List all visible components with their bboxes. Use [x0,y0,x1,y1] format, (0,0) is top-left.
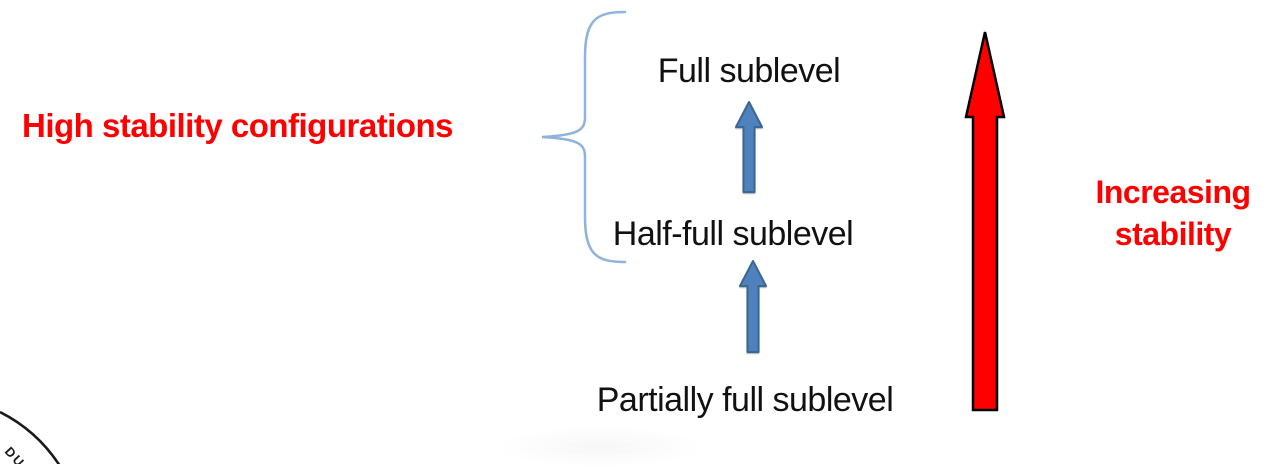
high-stability-heading: High stability configurations [22,107,454,144]
up-arrow-shape [739,260,767,353]
up-arrow-icon-half-to-full [735,101,763,193]
faint-watermark-smudge [498,426,703,468]
red-arrow-shape [964,31,1006,412]
grouping-brace [541,10,627,264]
level-label-half-full-sublevel: Half-full sublevel [612,215,854,253]
up-arrow-shape [735,101,763,193]
increasing-stability-line1: Increasing [1095,174,1251,210]
seal-letters: DU [2,444,29,464]
brace-path [541,10,627,264]
up-arrow-icon-partial-to-half [739,260,767,353]
seal-arc [0,410,61,464]
increasing-stability-line2: stability [1114,216,1232,252]
level-label-partially-full-sublevel: Partially full sublevel [596,381,894,419]
level-label-full-sublevel: Full sublevel [657,52,841,90]
university-seal-logo: DU [0,410,61,464]
increasing-stability-caption: Increasing stability [1085,171,1261,255]
increasing-stability-arrow-icon [964,31,1006,412]
